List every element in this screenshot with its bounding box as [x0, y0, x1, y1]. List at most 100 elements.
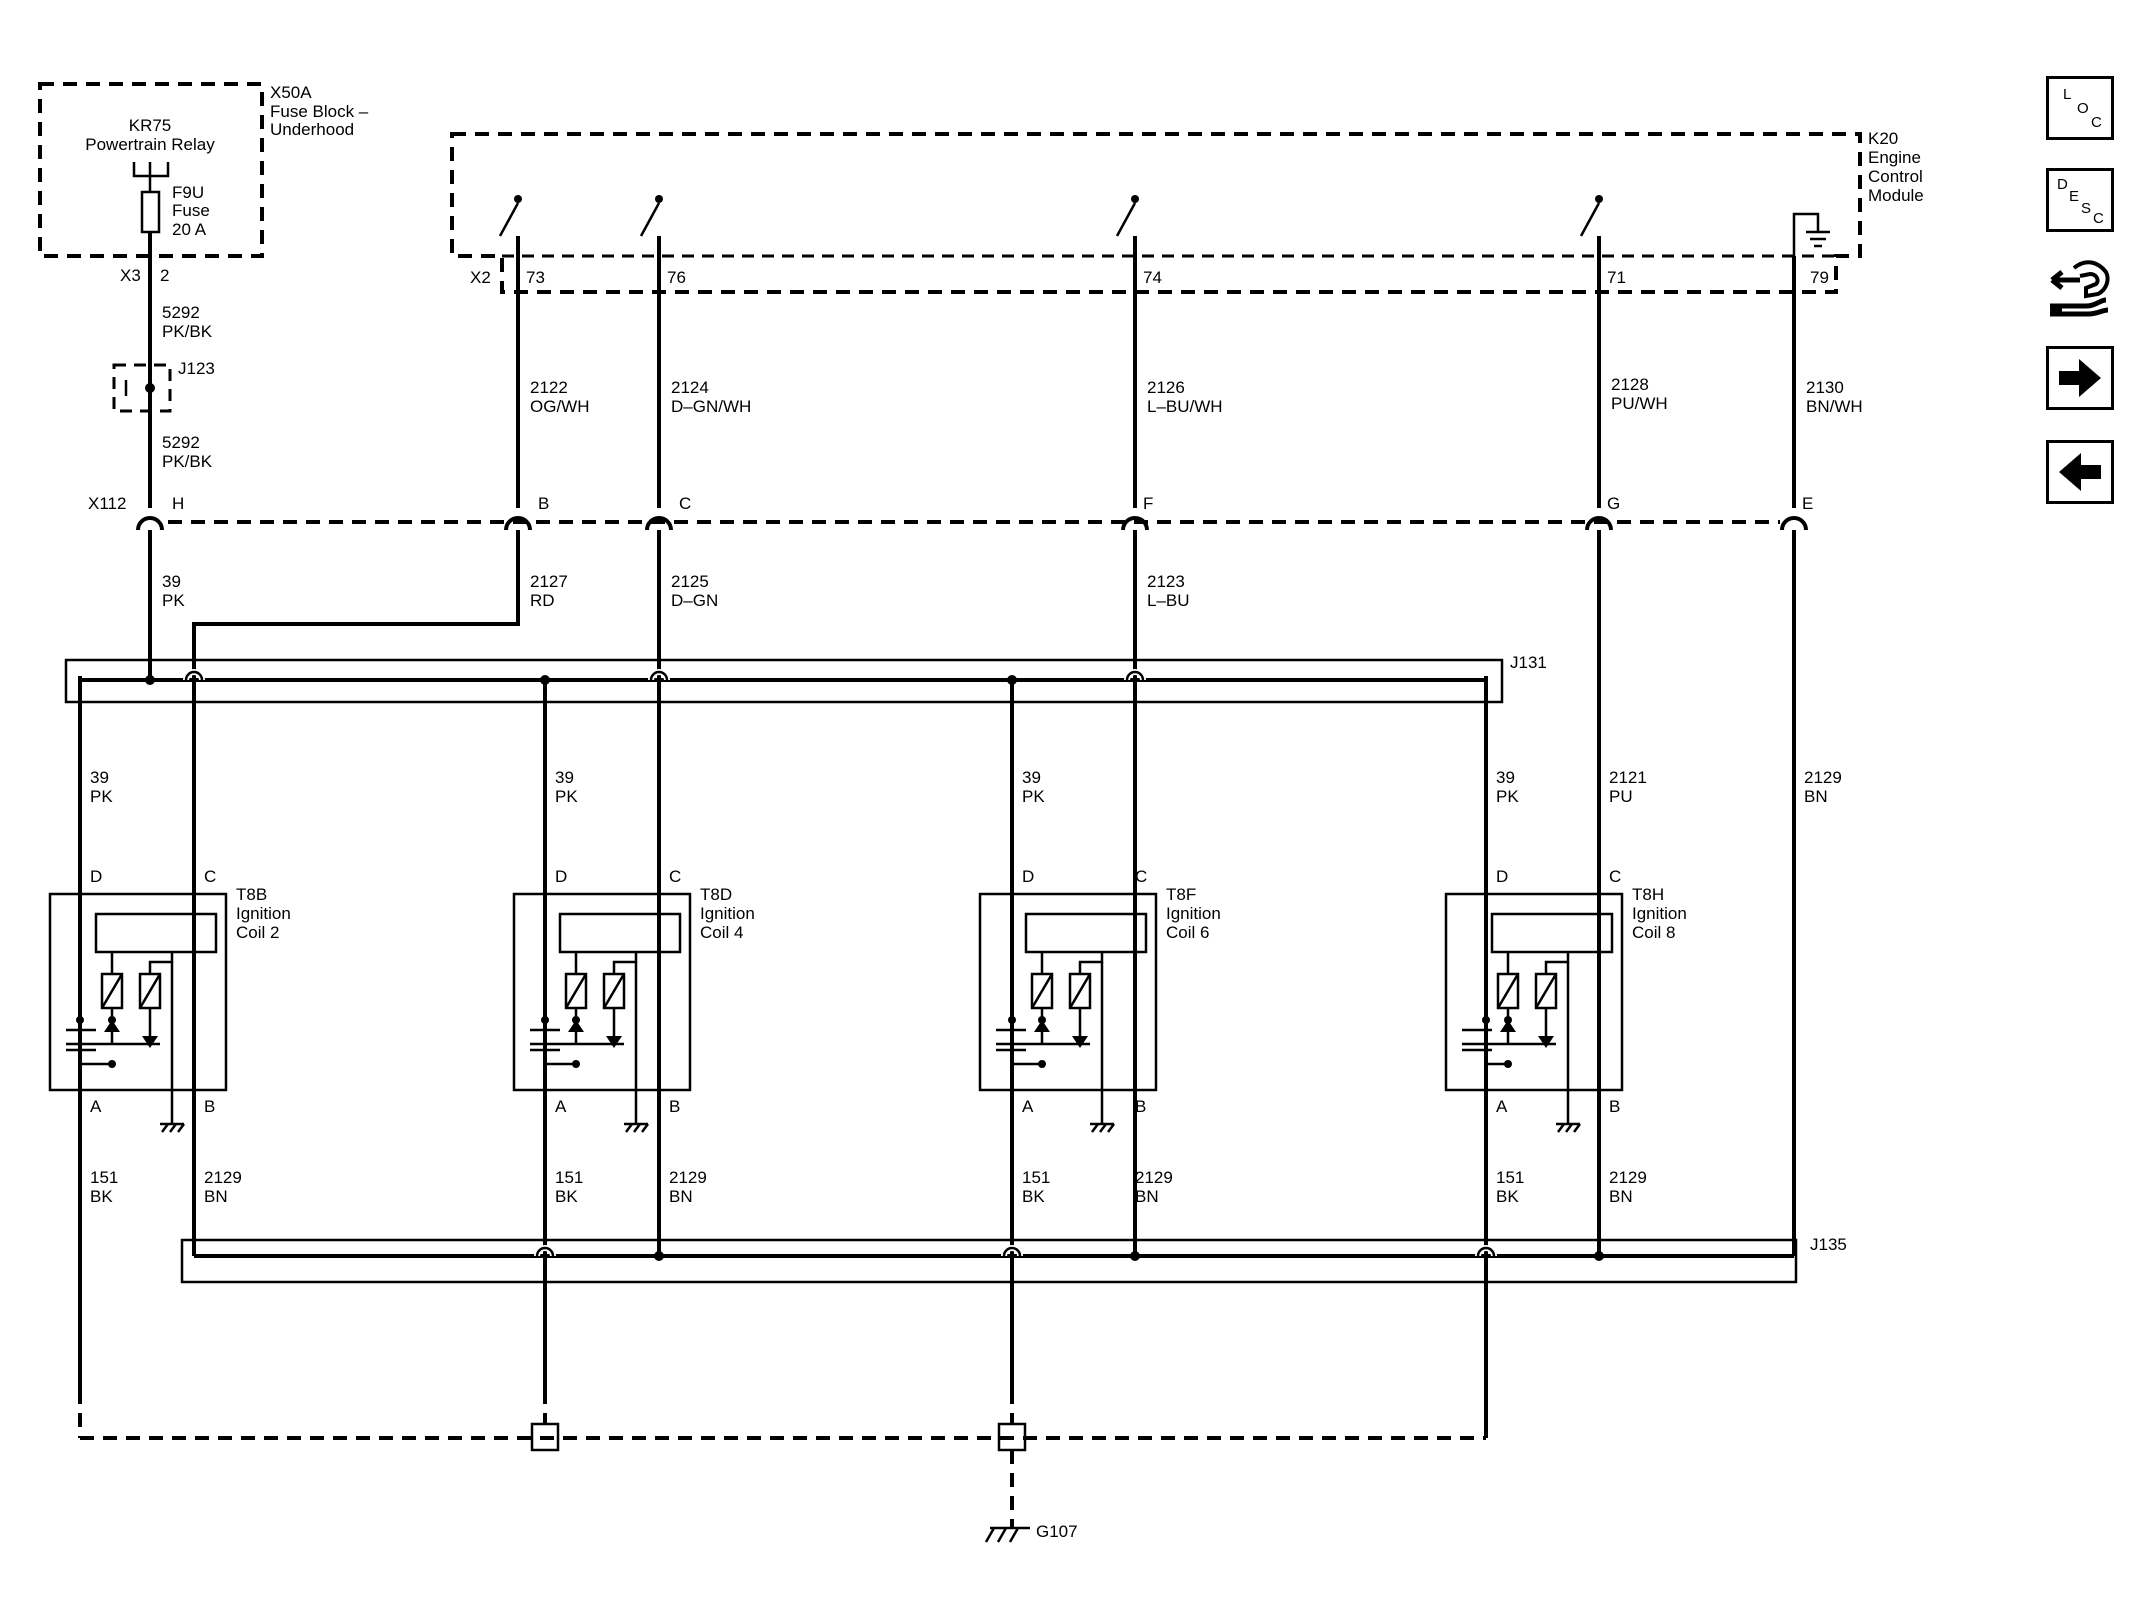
fuse-block-name-1: Fuse Block – — [270, 102, 369, 121]
x112-pin-g: G — [1607, 494, 1620, 513]
coil2-pin-d: D — [90, 867, 102, 886]
coil-winding-icon — [1462, 952, 1570, 1068]
ground-icon — [1090, 1122, 1115, 1133]
j135-outline — [180, 1238, 1798, 1284]
feed-wire-5292: 5292 PK/BK J123 5292 PK/BK — [112, 256, 215, 508]
coil6-low-color: BN — [1135, 1187, 1159, 1206]
wire-2123-color: L–BU — [1147, 591, 1190, 610]
wire-2122-circuit: 2122 — [530, 378, 568, 397]
coil-winding-icon — [530, 952, 638, 1068]
next-page-button[interactable] — [2046, 346, 2114, 410]
wire-2130-color: BN/WH — [1806, 397, 1863, 416]
coil-lower-labels: 151 BK 2129 BN 151 BK 2129 BN 151 BK 212… — [90, 1168, 1647, 1206]
fuse-block-id: X50A — [270, 83, 312, 102]
coil8-trigger-circuit: 2121 — [1609, 768, 1647, 787]
description-button[interactable]: D E S C — [2046, 168, 2114, 232]
desc-letter-c: C — [2093, 210, 2104, 227]
ecm-pin-76: 76 — [667, 268, 686, 287]
ecm-k20: K20 Engine Control Module X2 73 76 74 71… — [450, 129, 1924, 294]
coil8-word: Ignition — [1632, 904, 1687, 923]
location-button[interactable]: L O C — [2046, 76, 2114, 140]
fuse-icon — [140, 190, 161, 234]
ground-icon — [160, 1122, 185, 1133]
ecm-name-2: Control — [1868, 167, 1923, 186]
fuse-rating: 20 A — [172, 220, 207, 239]
coil6-pin-d: D — [1022, 867, 1034, 886]
splice-j123-dot — [145, 383, 155, 393]
coil-winding-icon — [66, 952, 174, 1068]
coil2-pin-c: C — [204, 867, 216, 886]
coil8-id: T8H — [1632, 885, 1664, 904]
coil8-feed-circuit: 39 — [1496, 768, 1515, 787]
j131-outline — [64, 658, 1504, 704]
wire-2123-circuit: 2123 — [1147, 572, 1185, 591]
wire-39-circuit: 39 — [162, 572, 181, 591]
coil-feed-labels: 39 PK 39 PK 39 PK 39 PK 2121 PU 2129 BN — [90, 768, 1842, 806]
ecm-name-3: Module — [1868, 186, 1924, 205]
ecm-ground-wire-color: BN — [1804, 787, 1828, 806]
wire-2127-circuit: 2127 — [530, 572, 568, 591]
coil4-pin-a: A — [555, 1097, 567, 1116]
coil4-pin-b: B — [669, 1097, 680, 1116]
feed-wire-circuit-upper: 5292 — [162, 303, 200, 322]
wire-2124-circuit: 2124 — [671, 378, 709, 397]
coil2-ground-color: BK — [90, 1187, 113, 1206]
previous-page-button[interactable] — [2046, 440, 2114, 504]
coil4-word: Ignition — [700, 904, 755, 923]
x112-pin-b: B — [538, 494, 549, 513]
relay-id: KR75 — [129, 116, 172, 135]
ground-icon — [1556, 1122, 1581, 1133]
ecm-name-1: Engine — [1868, 148, 1921, 167]
coil8-feed-color: PK — [1496, 787, 1519, 806]
coil8-pin-a: A — [1496, 1097, 1508, 1116]
coil6-id: T8F — [1166, 885, 1196, 904]
fuse-block-x50a: X50A Fuse Block – Underhood KR75 Powertr… — [38, 82, 369, 285]
coil2-low-color: BN — [204, 1187, 228, 1206]
ecm-pin-79: 79 — [1810, 268, 1829, 287]
coil4-ground-color: BK — [555, 1187, 578, 1206]
coil6-feed-circuit: 39 — [1022, 768, 1041, 787]
ecm-ground-icon — [1792, 212, 1830, 290]
coil6-pin-c: C — [1135, 867, 1147, 886]
connector-view-button[interactable] — [2046, 250, 2114, 317]
x112-pin-h: H — [172, 494, 184, 513]
coil2-pin-b: B — [204, 1097, 215, 1116]
wire-2126-color: L–BU/WH — [1147, 397, 1223, 416]
coil6-pin-a: A — [1022, 1097, 1034, 1116]
coil8-pin-c: C — [1609, 867, 1621, 886]
ecm-connector: X2 — [470, 268, 491, 287]
ignition-coil-8: D C A B T8H Ignition Coil 8 — [1444, 676, 1687, 1133]
wire-2127-color: RD — [530, 591, 555, 610]
ecm-pin-71: 71 — [1607, 268, 1626, 287]
ignition-coil-2: D C A B T8B Ignition Coil 2 — [48, 676, 291, 1390]
splice-pack-j131: J131 — [64, 653, 1547, 1438]
arrow-left-icon — [2059, 453, 2101, 491]
coil6-low-circuit: 2129 — [1135, 1168, 1173, 1187]
coil6-ground-color: BK — [1022, 1187, 1045, 1206]
coil2-pin-a: A — [90, 1097, 102, 1116]
coil4-pin-c: C — [669, 867, 681, 886]
x112-pin-c: C — [679, 494, 691, 513]
coil8-trigger-color: PU — [1609, 787, 1633, 806]
wire-2124-color: D–GN/WH — [671, 397, 751, 416]
ground-icon — [624, 1122, 649, 1133]
coil4-name: Coil 4 — [700, 923, 743, 942]
ecm-driver-switch-icon — [498, 195, 1603, 237]
splice-j123-box — [112, 363, 172, 413]
wire-2128-color: PU/WH — [1611, 394, 1668, 413]
ground-junction-block — [530, 1422, 560, 1452]
wire-2125-color: D–GN — [671, 591, 718, 610]
coil2-word: Ignition — [236, 904, 291, 923]
fuse-block-name-2: Underhood — [270, 120, 354, 139]
relay-name: Powertrain Relay — [85, 135, 215, 154]
fuse-word: Fuse — [172, 201, 210, 220]
coil6-word: Ignition — [1166, 904, 1221, 923]
loc-letter-o: O — [2077, 100, 2089, 117]
ecm-pin-74: 74 — [1143, 268, 1162, 287]
ecm-outline — [450, 132, 1862, 294]
wire-39-color: PK — [162, 591, 185, 610]
coil4-pin-d: D — [555, 867, 567, 886]
coil6-name: Coil 6 — [1166, 923, 1209, 942]
inline-connector-x112: X112 H B C F G E — [88, 494, 1813, 531]
ground-bus-g107: G107 — [78, 1390, 1488, 1543]
